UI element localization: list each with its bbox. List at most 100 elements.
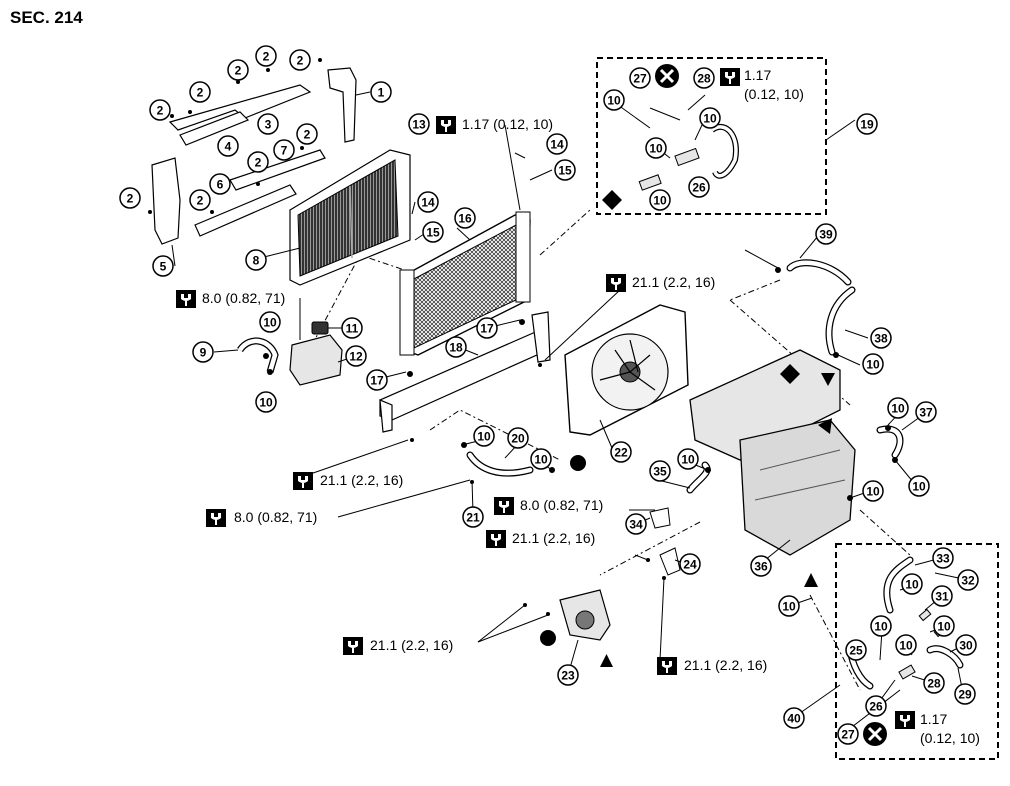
callout-10: 10 (901, 573, 923, 595)
condenser-8 (289, 149, 411, 286)
air-guide-4 (179, 111, 250, 146)
air-guide-6 (194, 184, 297, 237)
torque-wrench-icon (486, 530, 506, 548)
callout-16: 16 (454, 207, 476, 229)
callout-15: 15 (422, 221, 444, 243)
callout-3: 3 (257, 113, 279, 135)
callout-number: 3 (265, 118, 272, 132)
callout-number: 34 (629, 518, 643, 532)
torque-wrench-icon (494, 497, 514, 515)
detail-box-lower (835, 543, 999, 760)
callout-2: 2 (149, 99, 171, 121)
callout-32: 32 (957, 569, 979, 591)
torque-value: 1.17 (0.12, 10) (462, 116, 553, 132)
callout-number: 13 (412, 118, 426, 132)
radiator-16 (399, 211, 531, 356)
callout-number: 27 (841, 728, 855, 742)
callout-number: 10 (649, 142, 663, 156)
callout-number: 28 (927, 677, 941, 691)
callout-36: 36 (750, 555, 772, 577)
callout-38: 38 (870, 327, 892, 349)
filled-triangle-marker (600, 654, 613, 667)
callout-number: 17 (480, 322, 494, 336)
callout-8: 8 (245, 249, 267, 271)
callout-11: 11 (341, 317, 363, 339)
callout-19: 19 (856, 113, 878, 135)
callout-10: 10 (603, 89, 625, 111)
torque-wrench-icon (176, 290, 196, 308)
callout-2: 2 (296, 123, 318, 145)
callout-number: 17 (370, 374, 384, 388)
torque-wrench-icon (720, 68, 740, 86)
callout-number: 23 (561, 669, 575, 683)
callout-20: 20 (507, 427, 529, 449)
callout-number: 26 (692, 181, 706, 195)
callout-39: 39 (815, 223, 837, 245)
torque-value: 8.0 (0.82, 71) (520, 497, 603, 513)
callout-23: 23 (557, 664, 579, 686)
callout-number: 38 (874, 332, 888, 346)
callout-number: 29 (958, 688, 972, 702)
callout-number: 35 (653, 465, 667, 479)
callout-number: 10 (703, 112, 717, 126)
callout-1: 1 (370, 81, 392, 103)
callout-10: 10 (645, 137, 667, 159)
callout-number: 2 (127, 192, 134, 206)
callout-number: 28 (697, 72, 711, 86)
callout-number: 10 (607, 94, 621, 108)
upper-detail-parts (638, 123, 739, 191)
callout-10: 10 (649, 189, 671, 211)
callout-40: 40 (783, 707, 805, 729)
callout-10: 10 (862, 353, 884, 375)
callout-29: 29 (954, 683, 976, 705)
callout-number: 2 (157, 104, 164, 118)
torque-value-sub: (0.12, 10) (920, 730, 980, 746)
callout-18: 18 (445, 336, 467, 358)
callout-10: 10 (887, 397, 909, 419)
callout-number: 15 (558, 164, 572, 178)
torque-value: 1.17 (920, 711, 947, 727)
callout-number: 10 (534, 453, 548, 467)
filled-circle-marker (540, 630, 556, 646)
callout-10: 10 (699, 107, 721, 129)
callout-number: 2 (263, 50, 270, 64)
callout-31: 31 (931, 585, 953, 607)
torque-wrench-icon (206, 509, 226, 527)
callout-14: 14 (546, 133, 568, 155)
air-guide-7 (229, 149, 326, 191)
callout-number: 10 (263, 316, 277, 330)
lower-support-18 (379, 311, 551, 433)
callout-number: 10 (874, 620, 888, 634)
callout-27: 27 (837, 723, 859, 745)
callout-number: 7 (281, 144, 288, 158)
callout-10: 10 (862, 480, 884, 502)
callout-10: 10 (870, 615, 892, 637)
callout-24: 24 (679, 553, 701, 575)
callout-number: 10 (905, 578, 919, 592)
torque-value: 21.1 (2.2, 16) (370, 637, 453, 653)
callout-21: 21 (462, 506, 484, 528)
callout-35: 35 (649, 460, 671, 482)
callout-7: 7 (273, 139, 295, 161)
torque-value: 1.17 (744, 67, 771, 83)
callout-number: 2 (304, 128, 311, 142)
detail-box-upper (596, 57, 827, 215)
callout-2: 2 (189, 81, 211, 103)
callout-number: 10 (782, 600, 796, 614)
callout-number: 2 (297, 54, 304, 68)
callout-number: 40 (787, 712, 801, 726)
fasteners (148, 58, 898, 616)
callout-number: 14 (421, 196, 435, 210)
callout-number: 10 (937, 620, 951, 634)
callout-10: 10 (895, 634, 917, 656)
callout-number: 10 (259, 396, 273, 410)
callout-2: 2 (289, 49, 311, 71)
motor-inverter-assembly (689, 349, 856, 556)
callout-9: 9 (192, 341, 214, 363)
callout-number: 16 (458, 212, 472, 226)
reservoir-tank-12 (289, 321, 343, 386)
torque-value: 8.0 (0.82, 71) (234, 509, 317, 525)
callout-10: 10 (259, 311, 281, 333)
